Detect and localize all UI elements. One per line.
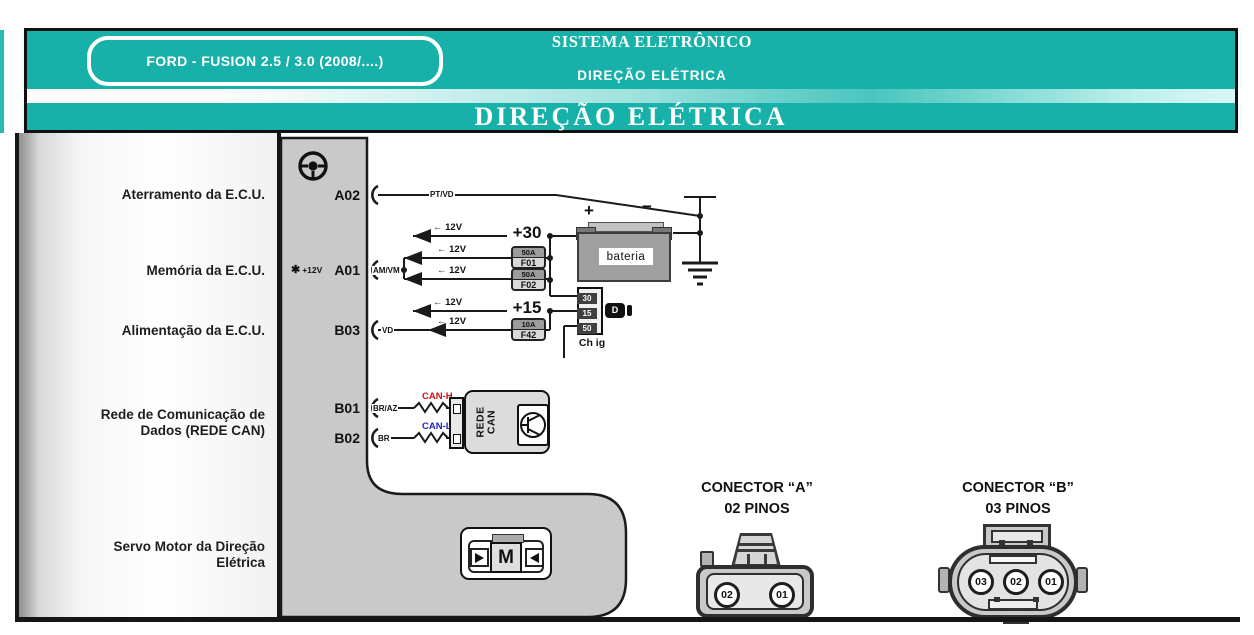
wire-color-braz: BR/AZ bbox=[372, 404, 399, 413]
ignition-terminal-15: 15 bbox=[577, 308, 597, 319]
model-badge: FORD - FUSION 2.5 / 3.0 (2008/....) bbox=[87, 36, 443, 86]
connector-b-title: CONECTOR “B” bbox=[962, 480, 1074, 496]
can-high-label: CAN-H bbox=[422, 391, 453, 402]
connector-a-latch-divider1 bbox=[747, 554, 750, 564]
v12-label-5: ← 12V bbox=[437, 316, 467, 327]
battery-plus-sign: + bbox=[584, 201, 594, 220]
current-direction-arrows bbox=[404, 229, 446, 337]
label-can-network: Rede de Comunicação de Dados (REDE CAN) bbox=[100, 407, 265, 438]
connector-b-pin-02: 02 bbox=[1003, 569, 1029, 595]
pin-label-b01: B01 bbox=[334, 400, 360, 416]
connector-a-title: CONECTOR “A” bbox=[701, 480, 813, 496]
can-transceiver-glyph bbox=[520, 412, 546, 438]
system-subtitle: DIREÇÃO ELÉTRICA bbox=[577, 68, 727, 83]
fuse-f02-name: F02 bbox=[520, 280, 537, 290]
ecu-body bbox=[279, 136, 628, 619]
ignition-label: Ch ig bbox=[578, 337, 606, 349]
can-node-body bbox=[464, 390, 550, 454]
left-label-column: Aterramento da E.C.U. Memória da E.C.U. … bbox=[15, 133, 281, 622]
connector-b-latch-notch1 bbox=[999, 540, 1005, 546]
pin-label-a01: A01 bbox=[334, 262, 360, 278]
fuse-f42: 10A F42 bbox=[511, 318, 546, 341]
v12-label-3: ← 12V bbox=[437, 265, 467, 276]
banner-title: DIREÇÃO ELÉTRICA bbox=[474, 101, 788, 131]
v12-label-1: ← 12V bbox=[433, 222, 463, 233]
motor-arrow-right-icon bbox=[470, 548, 489, 567]
system-title: SISTEMA ELETRÔNICO bbox=[551, 32, 753, 51]
plus15-label: +15 bbox=[507, 299, 547, 316]
permanent-12v-text: +12V bbox=[302, 264, 323, 275]
label-servo-motor: Servo Motor da Direção Elétrica bbox=[113, 539, 265, 570]
pin-label-a02: A02 bbox=[334, 187, 360, 203]
connector-b-pin-01: 01 bbox=[1038, 569, 1064, 595]
can-transceiver-icon bbox=[517, 404, 549, 446]
twisted-pair-symbol bbox=[413, 401, 449, 444]
key-blade-icon bbox=[627, 305, 632, 316]
can-node-connector bbox=[449, 397, 464, 449]
wire-color-br: BR bbox=[377, 434, 391, 443]
motor-symbol: M bbox=[490, 542, 522, 573]
connector-b-pin-03: 03 bbox=[968, 569, 994, 595]
can-node-pin-l bbox=[453, 434, 461, 444]
ecu-pin-sockets bbox=[371, 184, 379, 449]
header: FORD - FUSION 2.5 / 3.0 (2008/....) SIST… bbox=[24, 28, 1238, 133]
fuse-f01: 50A F01 bbox=[511, 246, 546, 269]
connector-a-latch-line2 bbox=[737, 549, 775, 552]
permanent-12v-note: ✱ +12V bbox=[291, 263, 322, 276]
steering-wheel-icon bbox=[298, 151, 328, 181]
connector-b-bottom-notch2 bbox=[1033, 597, 1039, 602]
connector-a-pin-02: 02 bbox=[714, 582, 740, 608]
connector-b-bottom-slot bbox=[988, 599, 1038, 610]
motor-arrow-left-icon bbox=[525, 548, 544, 567]
wire-color-ptvd: PT/VD bbox=[429, 190, 455, 199]
connector-a-subtitle: 02 PINOS bbox=[724, 501, 790, 517]
can-node-pin-h bbox=[453, 404, 461, 414]
connector-a-latch-line1 bbox=[739, 543, 773, 546]
battery-minus-sign: − bbox=[642, 197, 652, 216]
pin-label-b02: B02 bbox=[334, 430, 360, 446]
fuse-f02: 50A F02 bbox=[511, 268, 546, 291]
connector-a-latch-divider2 bbox=[764, 554, 767, 564]
v12-label-2: ← 12V bbox=[437, 244, 467, 255]
connector-b-top-slot bbox=[989, 555, 1037, 564]
v12-label-4: ← 12V bbox=[433, 297, 463, 308]
connector-b-latch-inner bbox=[991, 530, 1043, 543]
connector-b-bottom-notch1 bbox=[994, 597, 1000, 602]
label-ecu-ground: Aterramento da E.C.U. bbox=[121, 187, 265, 202]
ignition-terminal-30: 30 bbox=[577, 293, 597, 304]
ground-icon bbox=[682, 261, 718, 286]
ignition-terminal-50: 50 bbox=[577, 323, 597, 334]
plus30-label: +30 bbox=[507, 224, 547, 241]
fuse-f02-amps: 50A bbox=[513, 270, 544, 280]
pin-label-b03: B03 bbox=[334, 322, 360, 338]
fuse-f01-amps: 50A bbox=[513, 248, 544, 258]
can-low-label: CAN-L bbox=[422, 421, 452, 432]
model-badge-text: FORD - FUSION 2.5 / 3.0 (2008/....) bbox=[146, 53, 384, 69]
ignition-switch: 30 15 50 bbox=[577, 287, 603, 335]
connector-a-pin-01: 01 bbox=[769, 582, 795, 608]
banner: DIREÇÃO ELÉTRICA bbox=[27, 103, 1235, 130]
fuse-f01-name: F01 bbox=[520, 258, 537, 268]
connector-b-subtitle: 03 PINOS bbox=[985, 501, 1051, 517]
junction-dots bbox=[401, 213, 703, 314]
label-ecu-memory: Memória da E.C.U. bbox=[146, 263, 265, 278]
can-node-label-text: REDE CAN bbox=[475, 406, 498, 438]
star-icon: ✱ bbox=[291, 264, 301, 276]
scan-edge-artifact bbox=[0, 30, 4, 133]
diagram-bottom-border bbox=[15, 617, 1240, 622]
can-node-label: REDE CAN bbox=[462, 400, 512, 444]
wire-color-vd: VD bbox=[381, 326, 395, 335]
battery-label: bateria bbox=[599, 248, 653, 265]
fuse-f42-name: F42 bbox=[520, 330, 537, 340]
wire-color-amvm: AM/VM bbox=[372, 266, 401, 275]
key-icon: D bbox=[605, 303, 625, 318]
label-ecu-supply: Alimentação da E.C.U. bbox=[121, 323, 265, 338]
fuse-f42-amps: 10A bbox=[513, 320, 544, 330]
connector-b-latch-notch2 bbox=[1027, 540, 1033, 546]
header-gradient-band bbox=[27, 89, 1235, 103]
